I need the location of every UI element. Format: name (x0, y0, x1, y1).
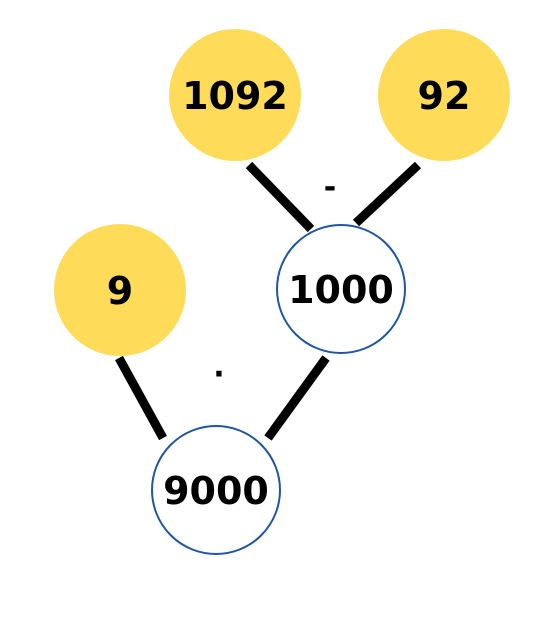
operand-circle (169, 29, 301, 161)
edge-9-to-9000 (115, 355, 167, 441)
operand-value: 92 (418, 74, 471, 118)
edge-1092-to-1000 (245, 161, 315, 233)
result-circle (151, 425, 281, 555)
result-node-9000: 9000 (151, 425, 281, 555)
operand-value: 9 (107, 269, 133, 313)
operand-node-1092: 1092 (169, 29, 301, 161)
operand-circle (378, 29, 510, 161)
operand-value: 1092 (182, 74, 288, 118)
operand-circle (54, 224, 186, 356)
result-value: 1000 (288, 268, 394, 312)
edge-1000-to-9000 (264, 355, 330, 441)
result-circle (276, 224, 406, 354)
multiplication-sign: · (213, 357, 224, 392)
subtraction-sign: - (324, 170, 336, 205)
edges (115, 161, 422, 441)
result-value: 9000 (163, 469, 269, 513)
operand-node-9: 9 (54, 224, 186, 356)
operand-node-92: 92 (378, 29, 510, 161)
result-node-1000: 1000 (276, 224, 406, 354)
edge-92-to-1000 (352, 161, 422, 227)
